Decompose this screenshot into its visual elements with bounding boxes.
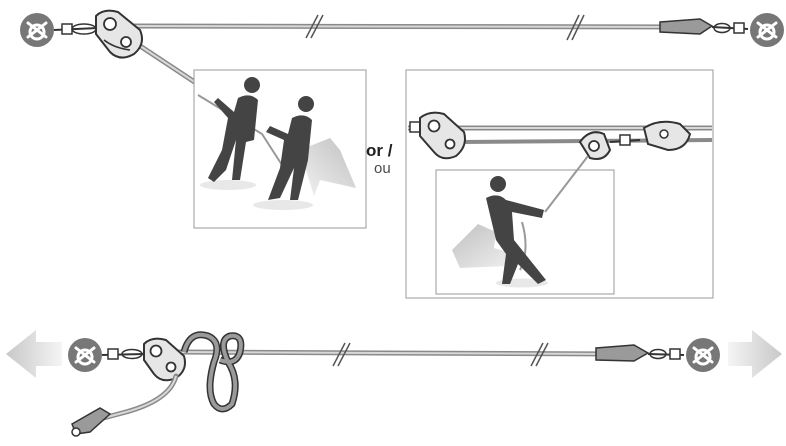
sling-icon (659, 18, 749, 35)
webbing-line (115, 23, 693, 30)
person-silhouette-icon (266, 96, 314, 200)
grigri-device-icon (419, 111, 466, 160)
pulley-icon (578, 131, 641, 160)
person-silhouette-icon (486, 176, 546, 284)
anchor-icon (686, 338, 720, 372)
sling-icon (71, 407, 112, 437)
anchor-icon (68, 338, 102, 372)
person-silhouette-icon (208, 77, 260, 182)
break-mark (305, 14, 585, 41)
pull-arrow-icon (452, 224, 520, 268)
rope-clamp-icon (642, 120, 692, 152)
top-rig (20, 9, 784, 115)
panel-pulley-system (405, 69, 714, 299)
bottom-rig (6, 330, 782, 437)
anchor-icon (750, 13, 784, 47)
pull-arrow-icon (300, 138, 356, 196)
grigri-device-icon (95, 9, 143, 59)
anchor-icon (20, 13, 54, 47)
tension-arrow-right-icon (728, 330, 782, 378)
tension-arrow-left-icon (6, 330, 62, 378)
sling-icon (595, 344, 685, 362)
label-or: or / (366, 141, 393, 160)
panel-two-people-pulling (193, 69, 367, 229)
figure-eight-knot-icon (180, 331, 245, 413)
label-ou: ou (374, 160, 391, 177)
carabiner-link (53, 23, 99, 35)
grigri-device-icon (143, 337, 186, 382)
break-mark (332, 342, 549, 367)
